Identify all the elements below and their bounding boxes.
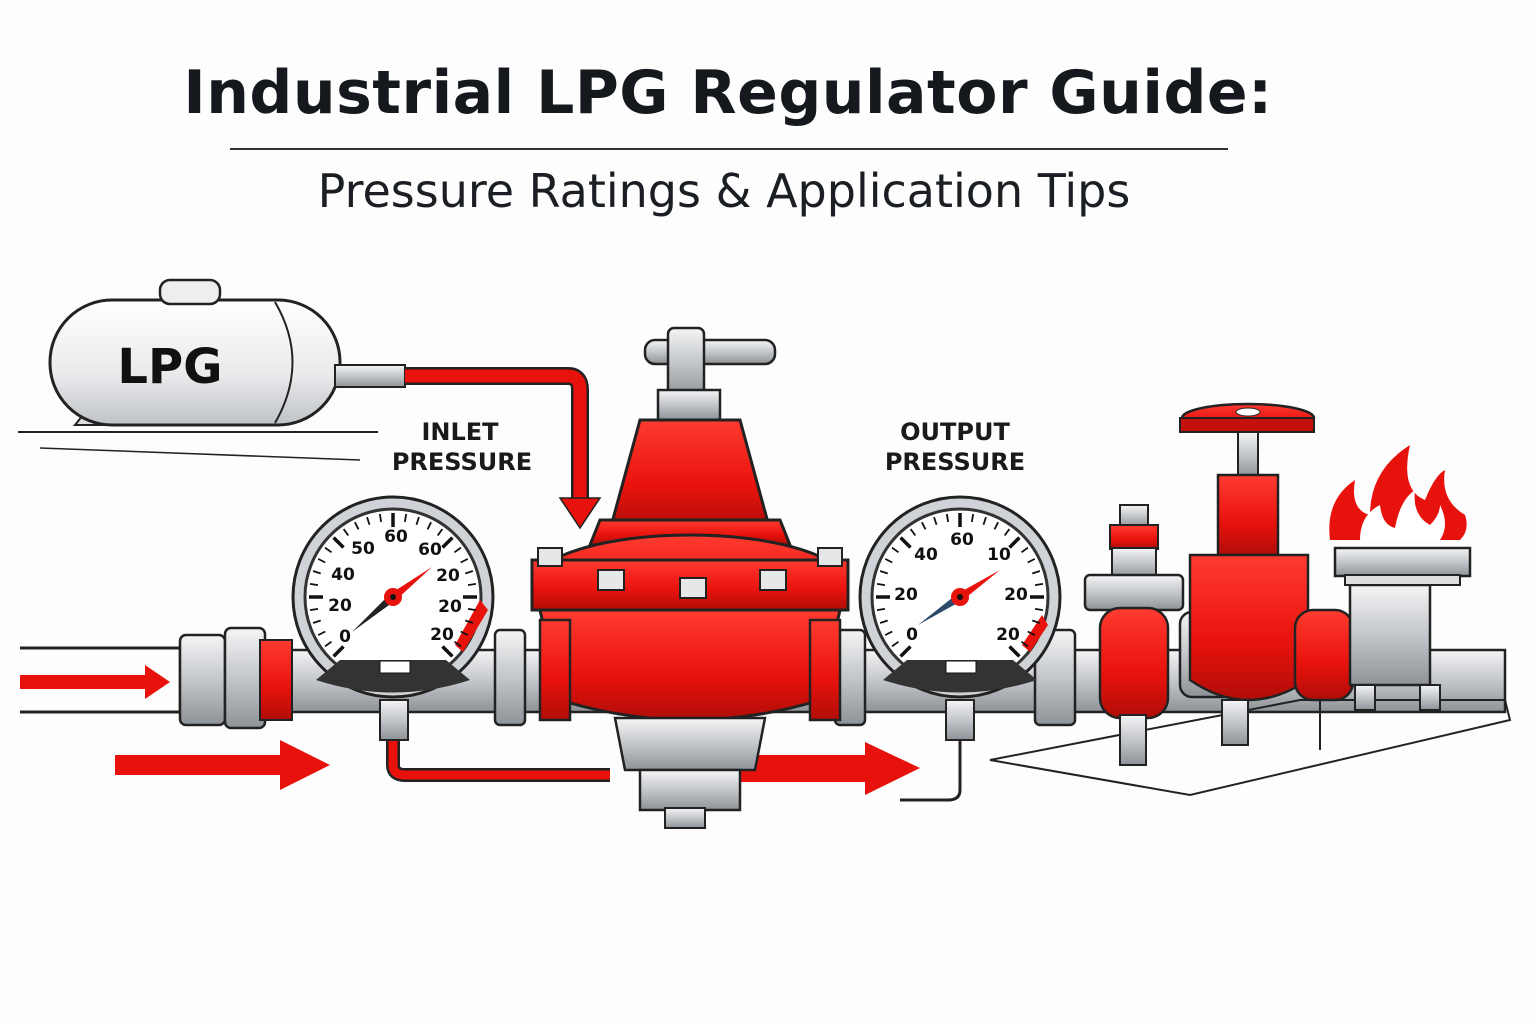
flow-arrow-right-icon <box>730 742 920 795</box>
flow-arrow-right-icon <box>20 665 170 699</box>
relief-valve <box>1083 504 1185 766</box>
gauge-tick <box>436 528 444 537</box>
gauge-tick <box>899 645 912 658</box>
gauge-tick <box>465 570 474 575</box>
output-label-line2: PRESSURE <box>885 448 1025 476</box>
gate-valve <box>1178 402 1355 746</box>
gauge-tick <box>1027 558 1036 564</box>
scale-label: 0 <box>339 627 351 647</box>
gauge-tick <box>1032 619 1041 624</box>
gauge-tick <box>460 558 469 564</box>
gauge-tick <box>342 528 350 537</box>
gauge-tick <box>993 521 999 530</box>
gauge-tick <box>312 619 321 624</box>
gauge-tick <box>404 513 408 523</box>
gauge-tick <box>324 640 333 648</box>
feed-pipe <box>405 367 602 530</box>
scale-label: 0 <box>906 625 918 645</box>
scale-label: 20 <box>1004 585 1028 605</box>
inlet-label-line1: INLET <box>421 418 499 446</box>
scale-label: 60 <box>384 527 408 547</box>
gauge-tick <box>884 558 893 564</box>
sense-lines <box>379 699 975 802</box>
gauge-tick <box>453 546 462 554</box>
gauge-tick <box>332 645 345 658</box>
gauge-tick <box>467 582 477 586</box>
gauge-tick <box>1034 582 1044 586</box>
flow-arrows <box>20 665 920 795</box>
gauge-tick <box>426 521 432 530</box>
flow-arrow-right-icon <box>115 740 330 790</box>
scale-label: 20 <box>328 596 352 616</box>
scale-label: 40 <box>331 565 355 585</box>
scale-label: 10 <box>987 545 1011 565</box>
page-title: Industrial LPG Regulator Guide: <box>183 58 1273 128</box>
flame-icon <box>1329 445 1467 540</box>
gauge-tick <box>909 528 917 537</box>
gauge-tick <box>309 608 319 612</box>
gauge-tick <box>312 570 321 575</box>
output-label-line1: OUTPUT <box>900 418 1010 446</box>
gauge-tick <box>884 630 893 636</box>
gauge-tick <box>971 513 975 523</box>
scale-label: 60 <box>418 540 442 560</box>
gauge-tick <box>460 630 469 636</box>
scale-label: 20 <box>438 597 462 617</box>
gauge-tick <box>1034 608 1044 612</box>
scale-label: 50 <box>351 539 375 559</box>
gauge-tick <box>309 582 319 586</box>
output-pressure-gauge: OUTPUT PRESSURE 0 20 40 60 10 20 20 <box>858 418 1062 699</box>
page-subtitle: Pressure Ratings & Application Tips <box>317 164 1131 218</box>
gauge-needle <box>352 594 396 632</box>
gauge-tick <box>453 640 462 648</box>
gauge-tick <box>876 582 886 586</box>
gauge-tick <box>1027 630 1036 636</box>
scale-label: 20 <box>996 625 1020 645</box>
gauge-tick <box>879 619 888 624</box>
gauge-tick <box>891 640 900 648</box>
flow-arrow-down-icon <box>558 497 602 530</box>
gauge-tick <box>317 558 326 564</box>
gauge-tick <box>1020 640 1029 648</box>
gauge-tick <box>982 516 987 525</box>
gauge-tick <box>354 521 360 530</box>
gauge-tick <box>332 536 345 549</box>
gauge-tick <box>317 630 326 636</box>
inlet-pressure-gauge: INLET PRESSURE 0 20 40 50 60 60 20 20 20 <box>291 418 532 699</box>
gauge-tick <box>921 521 927 530</box>
gauge-tick <box>415 516 420 525</box>
gauge-tick <box>899 536 912 549</box>
gauge-tick <box>441 645 454 658</box>
tank-label: LPG <box>117 339 222 395</box>
gauge-tick <box>1020 546 1029 554</box>
gauge-tick <box>1003 528 1011 537</box>
scale-label: 60 <box>950 530 974 550</box>
scale-label: 20 <box>436 566 460 586</box>
adjusting-handle <box>643 338 777 366</box>
scale-label: 20 <box>894 585 918 605</box>
burner <box>1319 445 1472 750</box>
gauge-needle <box>918 594 963 625</box>
gauge-tick <box>1008 536 1021 549</box>
gauge-tick <box>366 516 371 525</box>
scale-label: 40 <box>914 545 938 565</box>
gauge-tick <box>945 513 949 523</box>
gauge-tick <box>441 536 454 549</box>
gauge-tick <box>465 619 474 624</box>
title-divider <box>230 148 1228 150</box>
gauge-tick <box>879 570 888 575</box>
gauge-tick <box>324 546 333 554</box>
gauge-tick <box>467 608 477 612</box>
gauge-tick <box>891 546 900 554</box>
lpg-tank: LPG <box>18 278 406 461</box>
gauge-tick <box>1032 570 1041 575</box>
pressure-regulator <box>530 326 850 829</box>
gauge-tick <box>378 513 382 523</box>
gauge-tick <box>1008 645 1021 658</box>
scale-label: 20 <box>430 625 454 645</box>
gauge-tick <box>933 516 938 525</box>
gauge-tick <box>876 608 886 612</box>
inlet-label-line2: PRESSURE <box>392 448 532 476</box>
